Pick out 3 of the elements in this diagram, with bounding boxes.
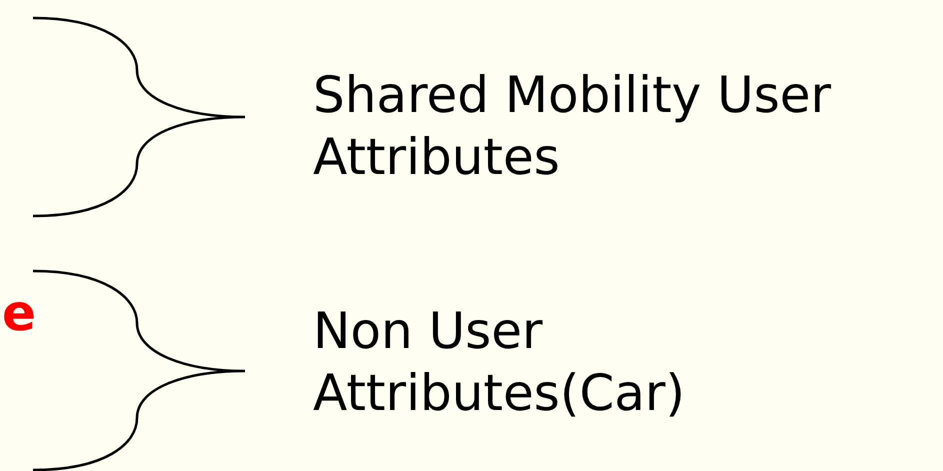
attribute-label: Shared Mobility User Attributes bbox=[313, 65, 832, 188]
text-fragment: e bbox=[2, 283, 36, 344]
attribute-label: Non User Attributes(Car) bbox=[313, 301, 686, 424]
